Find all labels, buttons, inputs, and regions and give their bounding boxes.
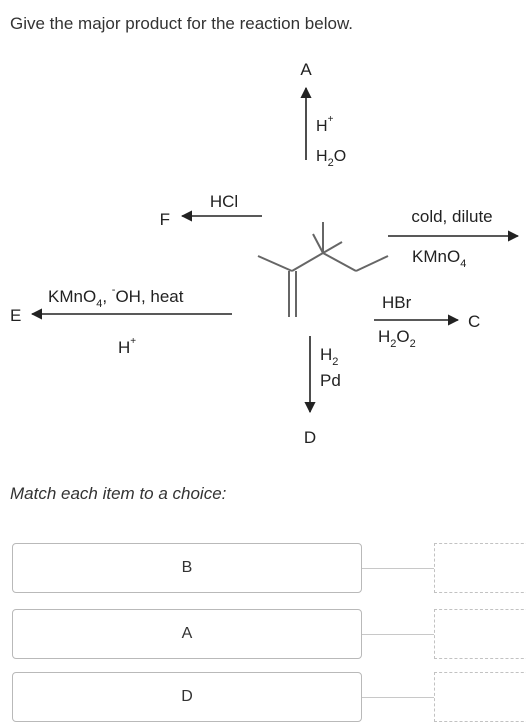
product-A-label: A xyxy=(300,60,312,79)
match-item-2[interactable]: A xyxy=(12,609,362,659)
reagent-h2: H2 xyxy=(320,345,338,368)
product-F-label: F xyxy=(160,210,170,229)
reaction-left-hcl: HCl F xyxy=(160,192,262,229)
question-text: Give the major product for the reaction … xyxy=(10,14,354,33)
product-C-label: C xyxy=(468,312,480,331)
reaction-right-hbr: HBr C H2O2 xyxy=(374,293,480,350)
reagent-h-plus-workup: H+ xyxy=(118,336,136,357)
reagent-h-plus: H+ xyxy=(316,114,334,135)
match-connector xyxy=(362,568,434,569)
match-item-label: B xyxy=(181,559,193,576)
reagent-kmno4: KMnO4 xyxy=(412,247,466,270)
match-item-1[interactable]: B xyxy=(12,543,362,593)
reaction-right-dihydroxylation: cold, dilute KMnO4 xyxy=(388,207,520,270)
reaction-top-hydration: A H+ H2O xyxy=(300,60,346,169)
reaction-bottom-hydrogenation: H2 Pd D xyxy=(304,336,341,447)
match-connector xyxy=(362,634,434,635)
reagent-kmno4-oh-heat: KMnO4, -OH, heat xyxy=(48,284,184,310)
reaction-left-oxidation: E KMnO4, -OH, heat H+ xyxy=(10,284,232,357)
starting-material-structure xyxy=(257,222,389,317)
reaction-scheme: A H+ H2O HCl F E KMnO4, -OH, heat H+ col… xyxy=(10,60,520,447)
reagent-water: H2O xyxy=(316,148,346,169)
product-E-label: E xyxy=(10,306,21,325)
answer-drop-zone-2[interactable] xyxy=(434,609,526,659)
match-connector xyxy=(362,697,434,698)
answer-drop-zone-3[interactable] xyxy=(434,672,526,722)
answer-drop-zone-1[interactable] xyxy=(434,543,526,593)
product-D-label: D xyxy=(304,428,316,447)
match-item-label: A xyxy=(181,625,193,642)
reagent-cold-dilute: cold, dilute xyxy=(411,207,492,226)
reagent-hcl: HCl xyxy=(210,192,238,211)
match-item-label: D xyxy=(181,688,193,705)
reagent-pd: Pd xyxy=(320,371,341,390)
reagent-h2o2: H2O2 xyxy=(378,327,416,350)
match-item-3[interactable]: D xyxy=(12,672,362,722)
reagent-hbr: HBr xyxy=(382,293,412,312)
match-prompt: Match each item to a choice: xyxy=(10,484,227,503)
